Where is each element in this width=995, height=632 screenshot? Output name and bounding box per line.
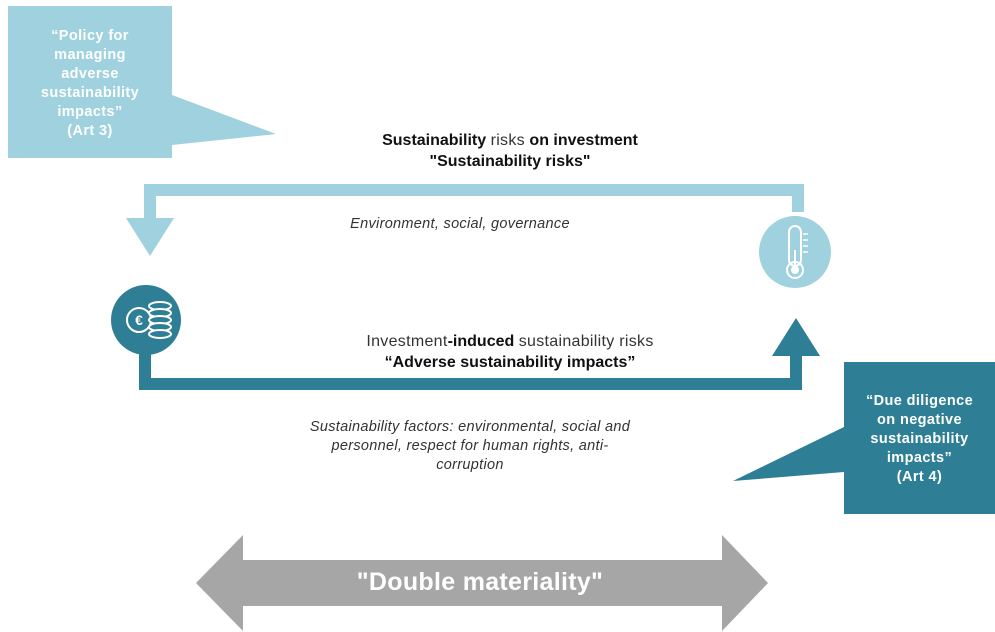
top-loop-caption: Environment, social, governance <box>350 216 570 232</box>
bottom-loop-arrow <box>139 318 820 390</box>
right-callout <box>733 362 995 514</box>
top-loop-arrowhead <box>126 218 174 256</box>
bottom-loop-title: Investment-induced sustainability risks … <box>280 331 740 373</box>
left-callout-line: “Policy for <box>51 28 129 44</box>
bottom-loop-subtitle: “Adverse sustainability impacts” <box>384 354 636 371</box>
left-callout-pointer <box>172 95 276 145</box>
left-callout-line: managing <box>54 47 126 63</box>
top-loop-arrow <box>126 184 804 256</box>
bottom-loop-title-light-1: Investment <box>366 333 448 350</box>
left-callout-box <box>8 6 172 158</box>
left-callout-line: (Art 3) <box>67 123 113 139</box>
left-callout-line: sustainability <box>40 85 140 101</box>
double-materiality-arrow <box>196 535 768 631</box>
left-callout <box>8 6 276 158</box>
top-loop-subtitle: "Sustainability risks" <box>429 153 591 170</box>
euro-symbol: € <box>135 312 143 328</box>
right-callout-line: “Due diligence <box>865 393 974 409</box>
right-callout-line: sustainability <box>870 431 969 447</box>
bottom-loop-arrowhead <box>772 318 820 356</box>
bottom-loop-caption-line: Sustainability factors: environmental, s… <box>309 419 631 435</box>
thermometer-icon <box>759 216 831 288</box>
left-callout-text: “Policy for managing adverse sustainabil… <box>8 27 172 141</box>
bottom-loop-caption-line: corruption <box>436 457 504 473</box>
bottom-loop-caption: Sustainability factors: environmental, s… <box>260 418 680 475</box>
right-callout-pointer <box>733 427 844 481</box>
top-loop-title-bold-1: Sustainability <box>382 132 487 149</box>
bottom-loop-title-light-2: sustainability risks <box>518 333 654 350</box>
right-callout-line: impacts” <box>886 450 953 466</box>
top-loop-title: Sustainability risks on investment "Sust… <box>290 130 730 172</box>
bottom-loop-line <box>139 347 802 390</box>
double-materiality-label: "Double materiality" <box>356 568 604 596</box>
top-loop-title-light: risks <box>490 132 525 149</box>
right-callout-line: on negative <box>877 412 962 428</box>
bottom-loop-caption-line: personnel, respect for human rights, ant… <box>331 438 609 454</box>
left-callout-line: adverse <box>61 66 119 82</box>
right-callout-text: “Due diligence on negative sustainabilit… <box>844 392 995 487</box>
top-loop-line <box>144 184 804 222</box>
euro-coins-icon: € <box>111 285 181 355</box>
top-loop-title-bold-2: on investment <box>529 132 638 149</box>
right-callout-box <box>844 362 995 514</box>
left-callout-line: impacts” <box>57 104 123 120</box>
bottom-loop-title-bold: -induced <box>447 333 515 350</box>
right-callout-line: (Art 4) <box>896 469 943 485</box>
